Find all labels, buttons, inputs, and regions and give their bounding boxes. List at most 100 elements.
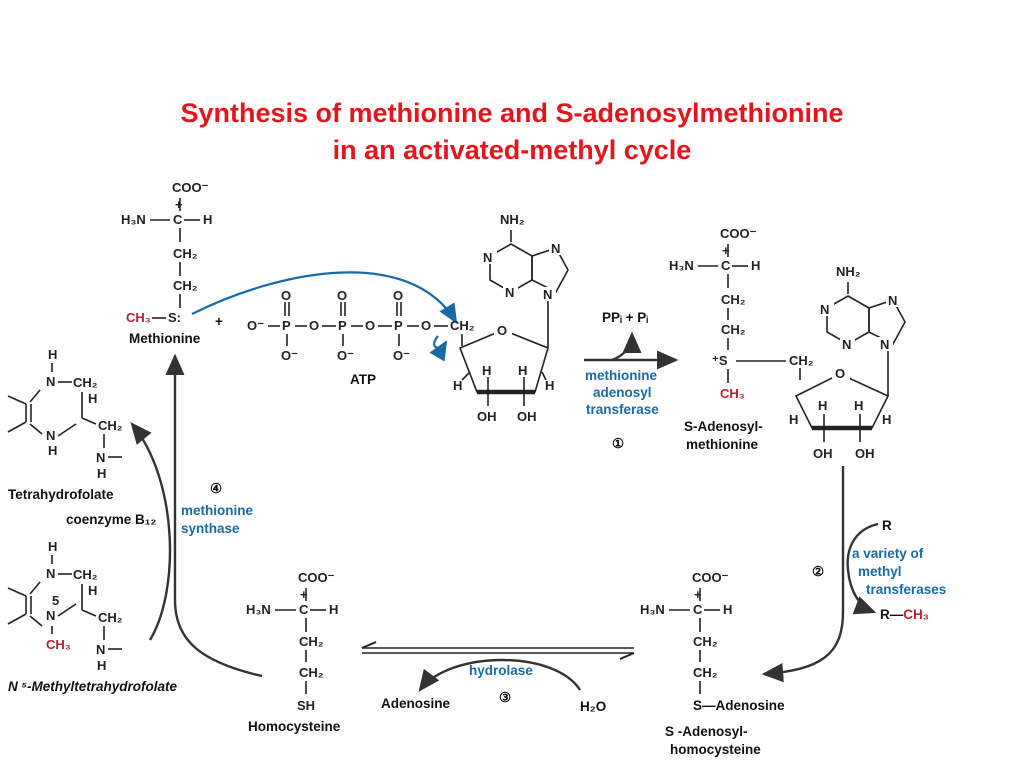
svg-text:NH₂: NH₂: [836, 264, 861, 279]
svg-text:OH: OH: [813, 446, 833, 461]
svg-text:O: O: [309, 318, 319, 333]
svg-text:N: N: [46, 428, 55, 443]
nucleophilic-attack-arrow: [191, 271, 458, 324]
svg-text:CH₂: CH₂: [98, 610, 123, 625]
svg-text:5: 5: [52, 593, 59, 608]
svg-text:H: H: [453, 378, 462, 393]
step-4-number: ④: [210, 481, 222, 496]
svg-text:N: N: [551, 241, 560, 256]
atp-ch2: CH₂: [450, 318, 475, 333]
svg-text:P: P: [338, 318, 347, 333]
methionine-sulfur: S:: [168, 310, 181, 325]
svg-text:NH₂: NH₂: [500, 212, 525, 227]
step-2-enzyme-line3: transferases: [866, 582, 946, 597]
svg-text:CH₂: CH₂: [98, 418, 123, 433]
svg-text:H: H: [789, 412, 798, 427]
svg-text:COO⁻: COO⁻: [298, 570, 335, 585]
homocysteine-structure: COO⁻ + H₃N C H CH₂ CH₂ SH Homocysteine: [246, 570, 341, 734]
step-2-enzyme-line2: methyl: [858, 564, 902, 579]
svg-text:H: H: [818, 398, 827, 413]
svg-text:C: C: [299, 602, 309, 617]
svg-text:H: H: [48, 539, 57, 554]
svg-text:CH₂: CH₂: [721, 292, 746, 307]
svg-text:O: O: [365, 318, 375, 333]
svg-text:H: H: [97, 466, 106, 481]
step-2: R a variety of methyl transferases R—CH₃…: [761, 466, 946, 683]
sam-structure: COO⁻ + H₃N C H CH₂ CH₂ ⁺S CH₂ CH₃ S-Aden…: [669, 226, 906, 461]
svg-text:N: N: [888, 293, 897, 308]
step-4-enzyme-line2: synthase: [181, 521, 240, 536]
title-line-2: in an activated-methyl cycle: [332, 135, 692, 165]
svg-text:COO⁻: COO⁻: [692, 570, 729, 585]
sah-label-line2: homocysteine: [670, 742, 761, 757]
thf-label: Tetrahydrofolate: [8, 487, 114, 502]
methionine-carboxylate: COO⁻: [172, 180, 209, 195]
svg-text:H₃N: H₃N: [640, 602, 665, 617]
svg-text:OH: OH: [517, 409, 537, 424]
step-2-product: R—CH₃: [880, 607, 929, 622]
svg-text:+: +: [694, 587, 702, 602]
svg-text:N: N: [46, 566, 55, 581]
step-1-enzyme-line1: methionine: [585, 368, 657, 383]
svg-text:N: N: [842, 337, 851, 352]
svg-text:CH₂: CH₂: [73, 567, 98, 582]
svg-text:+: +: [300, 587, 308, 602]
step-4-arrow: [165, 353, 263, 678]
svg-text:+: +: [175, 197, 183, 212]
svg-text:C: C: [721, 258, 731, 273]
sam-sulfonium: ⁺S: [712, 353, 728, 368]
svg-text:N: N: [46, 608, 55, 623]
atp-o-minus: O⁻: [247, 318, 264, 333]
step-2-substrate: R: [882, 518, 892, 533]
svg-text:H: H: [518, 363, 527, 378]
svg-text:O: O: [835, 366, 845, 381]
step-3-adenosine: Adenosine: [381, 696, 451, 711]
svg-text:P: P: [394, 318, 403, 333]
svg-text:CH₂: CH₂: [721, 322, 746, 337]
svg-text:N: N: [96, 450, 105, 465]
svg-text:H: H: [88, 583, 97, 598]
diagram-title: Synthesis of methionine and S-adenosylme…: [0, 95, 1024, 169]
svg-text:O⁻: O⁻: [393, 348, 410, 363]
svg-text:H: H: [48, 347, 57, 362]
svg-text:O: O: [497, 323, 507, 338]
step-2-arrow: [761, 466, 845, 683]
sah-label-line1: S -Adenosyl-: [665, 724, 748, 739]
sah-s-adenosine: S—Adenosine: [693, 698, 785, 713]
svg-text:H: H: [751, 258, 760, 273]
svg-text:H: H: [882, 412, 891, 427]
svg-text:H: H: [854, 398, 863, 413]
homocysteine-thiol: SH: [297, 698, 315, 713]
methionine-structure: COO⁻ + H₃N C H CH₂ CH₂ CH₃ S: Methionine: [121, 180, 212, 346]
sam-label-line1: S-Adenosyl-: [684, 419, 763, 434]
step-3-number: ③: [499, 690, 511, 705]
svg-text:H: H: [88, 391, 97, 406]
methyl-thf-methyl: CH₃: [46, 637, 71, 652]
svg-text:O: O: [393, 288, 403, 303]
svg-text:CH₂: CH₂: [73, 375, 98, 390]
svg-text:CH₂: CH₂: [693, 634, 718, 649]
methionine-methyl: CH₃: [126, 310, 151, 325]
homocysteine-label: Homocysteine: [248, 719, 341, 734]
svg-text:CH₂: CH₂: [693, 665, 718, 680]
step-3-water: H₂O: [580, 699, 606, 714]
title-line-1: Synthesis of methionine and S-adenosylme…: [180, 98, 844, 128]
svg-text:H₃N: H₃N: [669, 258, 694, 273]
svg-text:N: N: [483, 250, 492, 265]
methionine-ch2-a: CH₂: [173, 246, 198, 261]
svg-text:H: H: [723, 602, 732, 617]
sam-methyl: CH₃: [720, 386, 745, 401]
plus-sign: +: [215, 314, 223, 329]
svg-text:N: N: [46, 374, 55, 389]
svg-text:C: C: [173, 212, 183, 227]
svg-text:H: H: [48, 443, 57, 458]
step-1-number: ①: [612, 436, 624, 451]
step-2-enzyme-line1: a variety of: [852, 546, 924, 561]
svg-text:+: +: [722, 243, 730, 258]
step-2-number: ②: [812, 564, 824, 579]
sah-structure: COO⁻ + H₃N C H CH₂ CH₂ S—Adenosine S -Ad…: [640, 570, 785, 757]
step-1: PPᵢ + Pᵢ methionine adenosyl transferase…: [584, 310, 679, 451]
methionine-ch2-b: CH₂: [173, 278, 198, 293]
step-4-enzyme-line1: methionine: [181, 503, 253, 518]
